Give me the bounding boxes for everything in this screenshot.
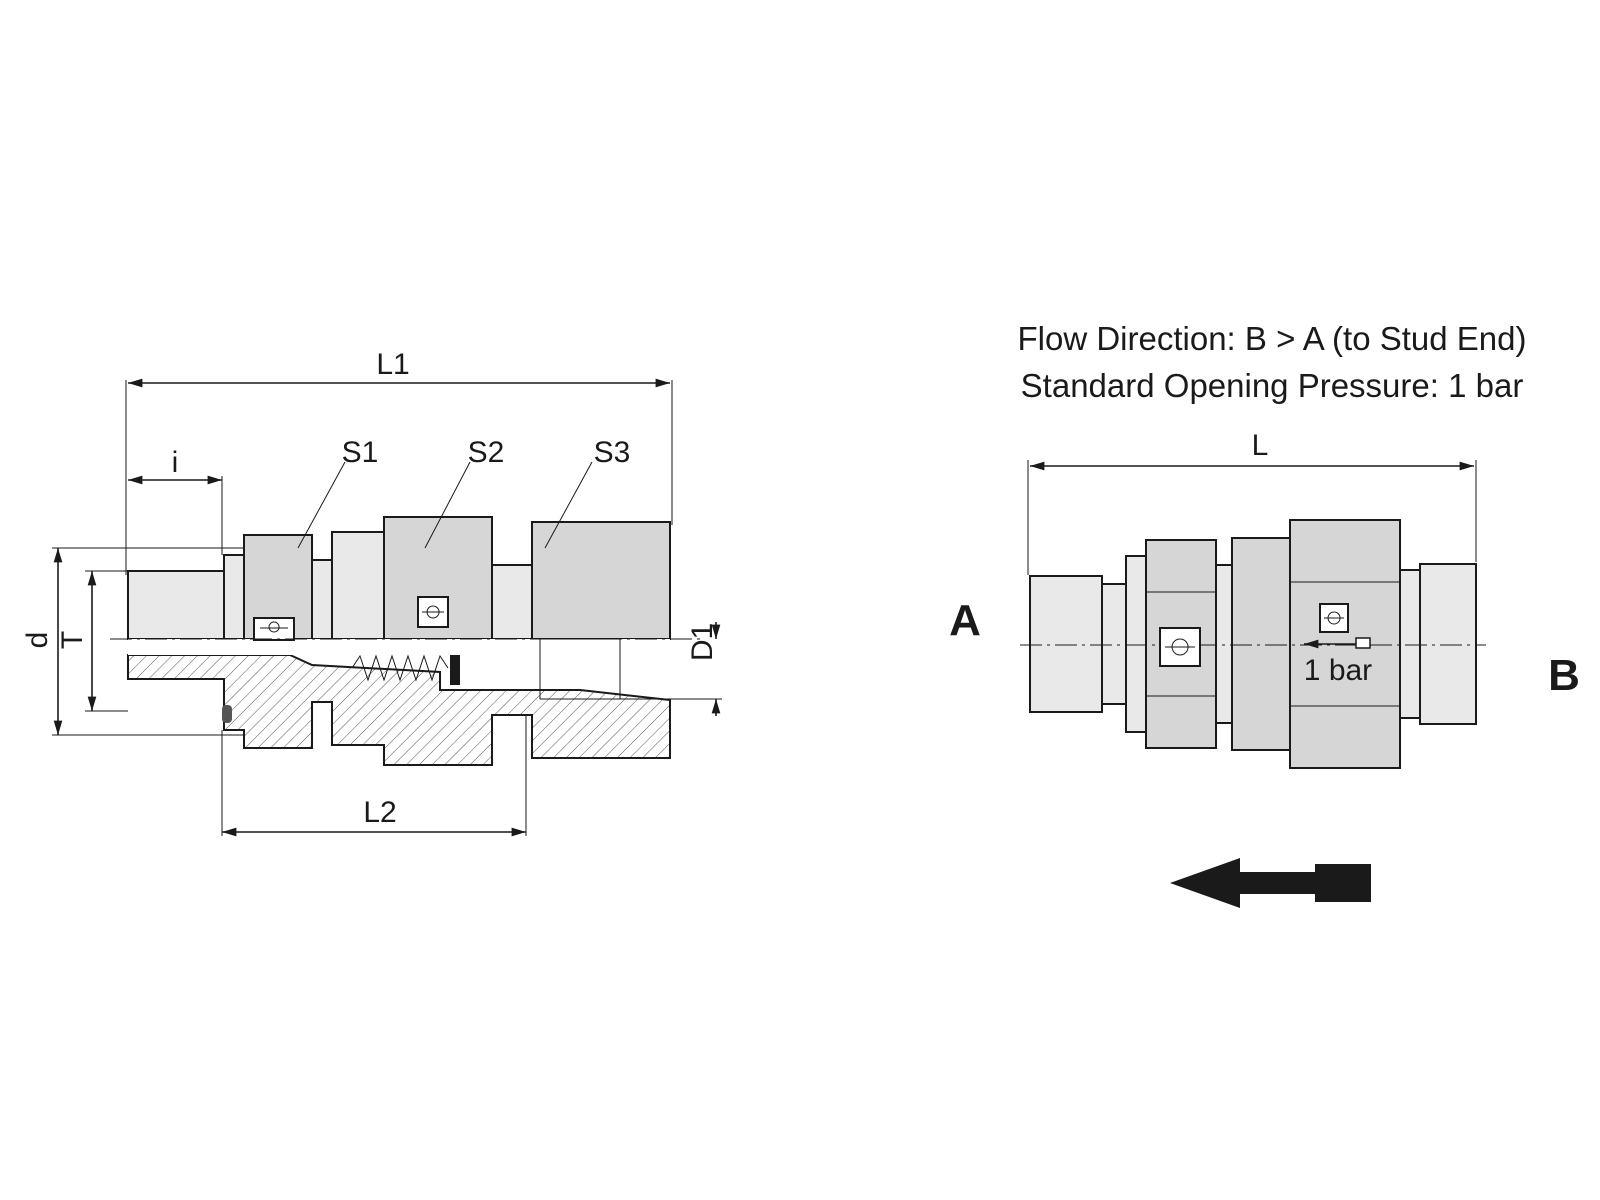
- logo-icon-body: [1319, 603, 1349, 633]
- port-a-label: A: [949, 596, 981, 645]
- header-flow-direction: Flow Direction: B > A (to Stud End): [1018, 320, 1527, 357]
- spring: [351, 654, 449, 682]
- section-cut: [127, 654, 671, 766]
- stud-end: [1029, 575, 1103, 713]
- header-opening-pressure: Standard Opening Pressure: 1 bar: [1021, 367, 1524, 404]
- o-ring: [222, 705, 232, 723]
- logo-icon-s1: [253, 617, 295, 641]
- label-s3: S3: [594, 436, 631, 469]
- label-1-bar: 1 bar: [1304, 654, 1372, 687]
- label-s2: S2: [468, 436, 505, 469]
- stud-undercut: [1101, 583, 1127, 705]
- neck-1: [311, 559, 333, 640]
- stud-collar-right: [1125, 555, 1147, 733]
- section-view: L1 i S1 S2 S3 L2 d T D1: [21, 348, 722, 837]
- port-b-label: B: [1548, 651, 1580, 700]
- nut-neck: [1399, 569, 1421, 719]
- flow-mark-icon: [1304, 637, 1371, 649]
- stud-collar: [223, 554, 245, 640]
- flow-direction-arrow-icon: [1170, 858, 1371, 908]
- body-ring: [331, 531, 385, 640]
- leader-s1: [297, 461, 346, 549]
- leader-s2: [424, 461, 471, 549]
- body-hex-left: [1231, 537, 1291, 751]
- label-i: i: [172, 446, 179, 479]
- label-d: d: [21, 632, 54, 649]
- label-t: T: [56, 631, 89, 649]
- neck-right: [1215, 564, 1233, 724]
- leader-s3: [544, 461, 593, 549]
- outline-view: Flow Direction: B > A (to Stud End) Stan…: [949, 320, 1580, 908]
- label-l2: L2: [363, 796, 396, 829]
- label-s1: S1: [342, 436, 379, 469]
- tube-end: [1419, 563, 1477, 725]
- stud-thread: [127, 570, 225, 640]
- neck-2: [491, 564, 533, 640]
- label-l: L: [1252, 429, 1269, 462]
- hex-s3: [531, 521, 671, 640]
- logo-icon-s2: [417, 596, 449, 628]
- seal-ring: [450, 655, 460, 685]
- logo-icon-stud: [1159, 627, 1201, 667]
- label-d1: D1: [686, 623, 719, 661]
- label-l1: L1: [376, 348, 409, 381]
